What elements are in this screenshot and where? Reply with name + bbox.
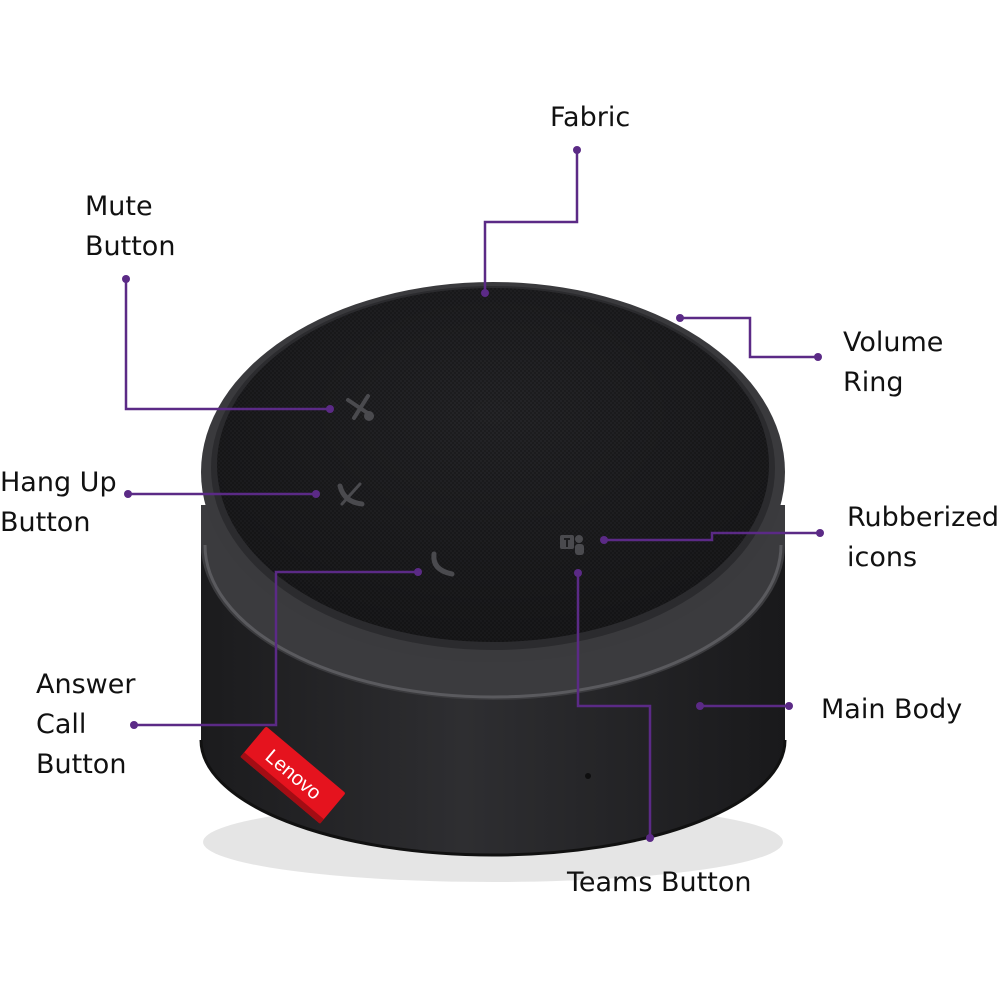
main-body-edge [199,739,787,857]
answer-call-icon[interactable] [431,551,455,577]
teams-icon[interactable] [560,535,584,555]
fabric-top-shade [217,288,769,642]
label-fabric: Fabric [550,98,630,138]
leader-volume-ring [680,316,818,359]
label-volume-ring: Volume Ring [843,323,943,403]
leader-mute-button [124,279,330,411]
label-main-body: Main Body [821,690,962,730]
leader-rubberized-icons-end-dot [600,536,608,544]
label-rubberized-icons: Rubberized icons [847,498,999,578]
leader-hang-up-button-end-dot [312,490,320,498]
leader-lines [122,146,824,842]
volume-ring-highlight [203,544,783,699]
leader-fabric-end-dot [481,289,489,297]
leader-fabric-start-dot [573,146,581,154]
leader-volume-ring-start-dot [814,353,822,361]
label-answer-call-button-line-3: Button [36,749,127,780]
label-rubberized-icons-line-2: icons [847,542,918,573]
label-hang-up-button-line-1: Hang Up [0,467,117,498]
leader-teams-button-end-dot [574,569,582,577]
leader-rubberized-icons [604,531,820,542]
microphone-hole [585,773,591,779]
leader-volume-ring-end-dot [676,314,684,322]
leader-answer-call-button [134,570,418,727]
label-teams-button-line-1: Teams Button [567,867,752,898]
label-teams-button: Teams Button [567,863,751,903]
label-mute-button-line-2: Button [85,231,176,262]
label-answer-call-button: Answer Call Button [36,665,135,785]
leader-rubberized-icons-start-dot [816,529,824,537]
mute-icon[interactable] [346,394,374,421]
leader-teams-button-start-dot [646,834,654,842]
leader-main-body-start-dot [785,702,793,710]
leader-main-body-end-dot [696,702,704,710]
label-rubberized-icons-line-1: Rubberized [847,502,1000,533]
leader-mute-button-start-dot [122,275,130,283]
label-fabric-line-1: Fabric [550,102,631,133]
label-hang-up-button: Hang Up Button [0,463,117,543]
label-hang-up-button-line-2: Button [0,507,91,538]
label-answer-call-button-line-2: Call [36,709,87,740]
leader-fabric [483,150,579,293]
label-volume-ring-line-1: Volume [843,327,944,358]
label-mute-button-line-1: Mute [85,191,153,222]
label-answer-call-button-line-1: Answer [36,669,136,700]
leader-answer-call-button-end-dot [414,568,422,576]
leader-teams-button [576,573,652,838]
leader-mute-button-end-dot [326,405,334,413]
hang-up-icon[interactable] [337,482,365,507]
leader-hang-up-button-start-dot [124,490,132,498]
label-mute-button: Mute Button [85,187,175,267]
label-main-body-line-1: Main Body [821,694,963,725]
leader-answer-call-button-start-dot [130,721,138,729]
label-volume-ring-line-2: Ring [843,367,904,398]
